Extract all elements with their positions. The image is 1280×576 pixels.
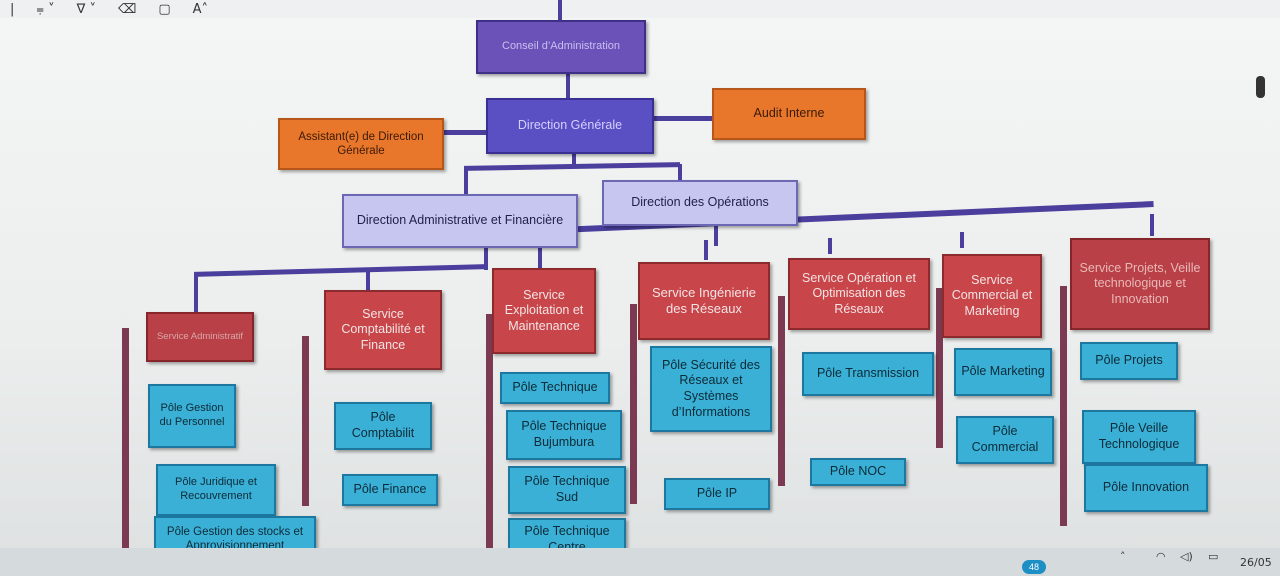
node-pole-comptabilite: Pôle Comptabilit [334, 402, 432, 450]
rail-projets [1060, 286, 1067, 526]
pole-technique-label: Pôle Technique [512, 380, 598, 395]
node-audit: Audit Interne [712, 88, 866, 140]
notification-badge[interactable]: 48 [1022, 560, 1046, 574]
connector-admin [194, 274, 198, 314]
node-pole-securite: Pôle Sécurité des Réseaux et Systèmes d’… [650, 346, 772, 432]
pole-finance-label: Pôle Finance [353, 482, 427, 497]
node-daf: Direction Administrative et Financière [342, 194, 578, 248]
connector-ops [678, 164, 682, 184]
pen-tool-icon[interactable]: ∇ ˅ [76, 1, 96, 17]
connector-ingenierie [704, 240, 708, 260]
pole-personnel-label: Pôle Gestion du Personnel [159, 402, 225, 428]
pole-transmission-label: Pôle Transmission [816, 366, 920, 381]
drawing-toolbar: | ⩦ ˅ ∇ ˅ ⌫ ▢ A˄ [0, 0, 1280, 18]
connector-exploitation [538, 248, 542, 270]
node-pole-finance: Pôle Finance [342, 474, 438, 506]
service-admin-label: Service Administratif [156, 331, 244, 343]
chevron-up-icon[interactable]: ˄ [1120, 550, 1126, 563]
pole-securite-label: Pôle Sécurité des Réseaux et Systèmes d’… [662, 357, 760, 419]
node-service-commercial: Service Commercial et Marketing [942, 254, 1042, 338]
connector-optimisation [828, 238, 832, 254]
pole-comptabilite-label: Pôle Comptabilit [351, 410, 415, 440]
pole-veille-label: Pôle Veille Technologique [1098, 421, 1180, 451]
node-pole-commercial: Pôle Commercial [956, 416, 1054, 464]
node-conseil-label: Conseil d’Administration [502, 40, 620, 53]
node-daf-label: Direction Administrative et Financière [356, 213, 564, 228]
node-pole-ip: Pôle IP [664, 478, 770, 510]
connector-audit [654, 116, 712, 121]
node-direction-generale: Direction Générale [486, 98, 654, 154]
service-projets-label: Service Projets, Veille technologique et… [1079, 260, 1201, 306]
pole-juridique-label: Pôle Juridique et Recouvrement [175, 476, 257, 502]
node-service-exploitation: Service Exploitation et Maintenance [492, 268, 596, 354]
connector-projets [1150, 214, 1154, 236]
service-ingenierie-label: Service Ingénierie des Réseaux [651, 284, 757, 316]
pole-innovation-label: Pôle Innovation [1102, 480, 1190, 495]
taskbar: ˄ ◠ ◁) ▭ 26/05 [0, 548, 1280, 576]
rail-admin [122, 328, 129, 558]
connector-dg-down [572, 154, 576, 166]
pole-ip-label: Pôle IP [696, 486, 738, 501]
connector-directions [463, 162, 681, 171]
node-service-ingenierie: Service Ingénierie des Réseaux [638, 262, 770, 340]
text-box-icon[interactable]: ▢ [158, 1, 171, 17]
node-pole-projets: Pôle Projets [1080, 342, 1178, 380]
rail-commercial [936, 288, 943, 448]
service-commercial-label: Service Commercial et Marketing [951, 272, 1033, 318]
connector-assistant [444, 130, 486, 135]
service-optimisation-label: Service Opération et Optimisation des Ré… [802, 270, 916, 316]
toolbar-separator: | [10, 1, 15, 17]
node-pole-technique-bujumbura: Pôle Technique Bujumbura [506, 410, 622, 460]
node-service-compta: Service Comptabilité et Finance [324, 290, 442, 370]
eraser-icon[interactable]: ⌫ [117, 1, 137, 17]
node-conseil: Conseil d’Administration [476, 20, 646, 74]
connector-daf-services [193, 264, 487, 277]
scrollbar-thumb[interactable] [1256, 76, 1265, 98]
connector-ops-down [714, 226, 718, 246]
service-compta-label: Service Comptabilité et Finance [341, 306, 425, 352]
node-audit-label: Audit Interne [753, 106, 825, 121]
highlighter-tool-icon[interactable]: ⩦ ˅ [36, 1, 55, 17]
node-assistant: Assistant(e) de Direction Générale [278, 118, 444, 170]
node-service-projets: Service Projets, Veille technologique et… [1070, 238, 1210, 330]
connector-daf-down [484, 244, 488, 270]
connector-compta [366, 270, 370, 294]
node-pole-marketing: Pôle Marketing [954, 348, 1052, 396]
node-service-admin: Service Administratif [146, 312, 254, 362]
rail-ingenierie [630, 304, 637, 504]
connector-ca-dg [566, 74, 570, 100]
node-pole-transmission: Pôle Transmission [802, 352, 934, 396]
node-operations: Direction des Opérations [602, 180, 798, 226]
battery-icon[interactable]: ▭ [1208, 550, 1219, 563]
node-dg-label: Direction Générale [517, 118, 623, 133]
node-pole-veille: Pôle Veille Technologique [1082, 410, 1196, 464]
service-exploitation-label: Service Exploitation et Maintenance [504, 287, 584, 333]
pole-marketing-label: Pôle Marketing [961, 364, 1045, 379]
node-pole-innovation: Pôle Innovation [1084, 464, 1208, 512]
pole-sud-label: Pôle Technique Sud [524, 474, 610, 504]
connector-commercial [960, 232, 964, 248]
pole-noc-label: Pôle NOC [829, 464, 887, 479]
node-pole-juridique: Pôle Juridique et Recouvrement [156, 464, 276, 516]
volume-icon[interactable]: ◁) [1180, 550, 1193, 563]
font-size-icon[interactable]: A˄ [192, 1, 209, 17]
node-pole-noc: Pôle NOC [810, 458, 906, 486]
node-assistant-label: Assistant(e) de Direction Générale [298, 130, 424, 157]
node-operations-label: Direction des Opérations [631, 195, 769, 210]
node-service-optimisation: Service Opération et Optimisation des Ré… [788, 258, 930, 330]
pole-commercial-label: Pôle Commercial [971, 424, 1039, 454]
node-pole-technique-sud: Pôle Technique Sud [508, 466, 626, 514]
rail-exploitation [486, 314, 493, 564]
clock-date[interactable]: 26/05 [1240, 556, 1272, 569]
node-pole-technique: Pôle Technique [500, 372, 610, 404]
rail-compta [302, 336, 309, 506]
org-chart-canvas: Conseil d’Administration Direction Génér… [0, 0, 1280, 564]
pole-bujumbura-label: Pôle Technique Bujumbura [521, 419, 607, 449]
wifi-icon[interactable]: ◠ [1156, 550, 1166, 563]
rail-optimisation [778, 296, 785, 486]
pole-projets-label: Pôle Projets [1095, 353, 1163, 368]
connector-top [558, 0, 562, 22]
node-pole-personnel: Pôle Gestion du Personnel [148, 384, 236, 448]
connector-daf [464, 168, 468, 194]
